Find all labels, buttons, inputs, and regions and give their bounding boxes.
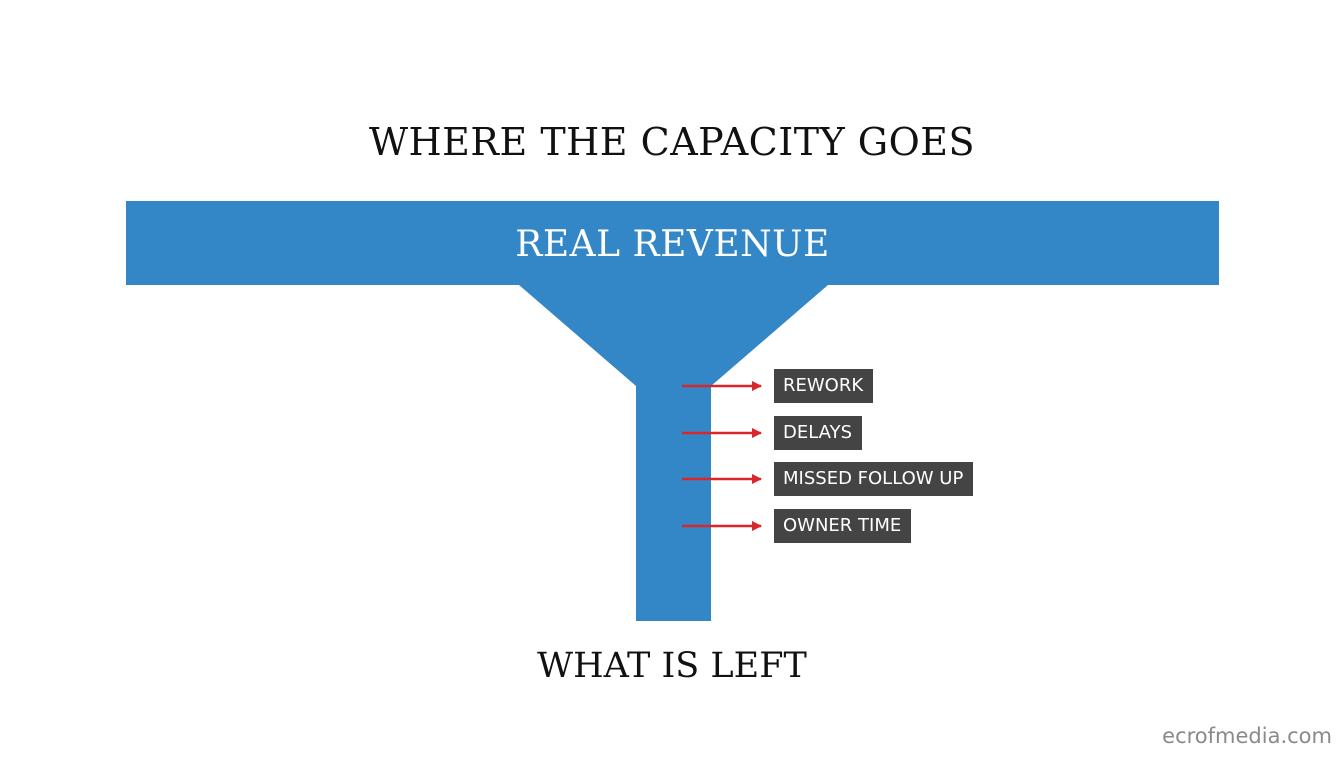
funnel-cone — [519, 285, 828, 621]
watermark: ecrofmedia.com — [1162, 724, 1332, 748]
diagram-title: WHERE THE CAPACITY GOES — [368, 120, 976, 164]
leak-label-owner-time: OWNER TIME — [774, 509, 912, 543]
revenue-band-label: REAL REVENUE — [515, 224, 830, 265]
leak-label-rework: REWORK — [774, 369, 874, 403]
what-is-left-label: WHAT IS LEFT — [537, 646, 807, 686]
revenue-band — [126, 201, 1219, 285]
leak-label-delays: DELAYS — [774, 416, 863, 450]
leak-label-missed-follow-up: MISSED FOLLOW UP — [774, 462, 974, 496]
